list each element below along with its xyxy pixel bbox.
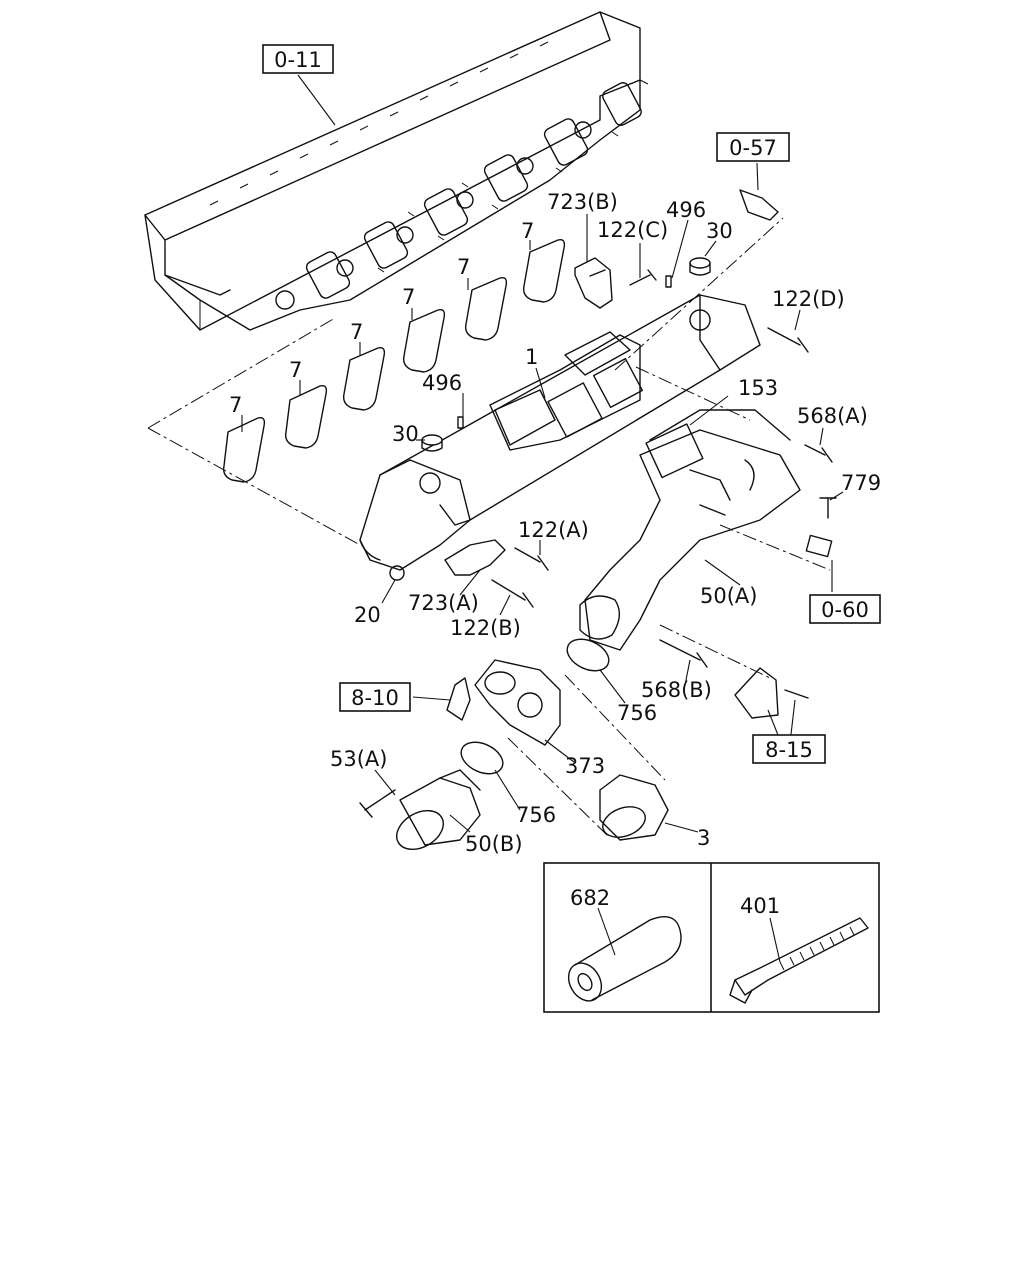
label-50b: 50(B)	[465, 832, 523, 856]
gasket-group	[222, 238, 566, 483]
ref-box-8-15: 8-15	[752, 734, 826, 764]
ref-label-0-60: 0-60	[821, 598, 869, 622]
label-496-left: 496	[422, 371, 462, 395]
leader-lines	[241, 74, 844, 833]
label-756-bottom: 756	[516, 803, 556, 827]
label-7: 7	[229, 393, 242, 417]
label-779: 779	[841, 471, 881, 495]
label-682: 682	[570, 886, 610, 910]
alignment-lines	[147, 217, 831, 837]
label-723a: 723(A)	[408, 591, 479, 615]
inset-panel: 682 401	[543, 862, 880, 1013]
label-496-top: 496	[666, 198, 706, 222]
ref-label-8-15: 8-15	[765, 738, 813, 762]
manifold-assembly	[359, 294, 761, 571]
label-122c: 122(C)	[597, 218, 668, 242]
label-7: 7	[457, 255, 470, 279]
small-parts	[359, 189, 837, 818]
label-568a: 568(A)	[797, 404, 868, 428]
label-7: 7	[289, 358, 302, 382]
label-30-left: 30	[392, 422, 419, 446]
label-53a: 53(A)	[330, 747, 387, 771]
ref-box-0-60: 0-60	[809, 594, 881, 624]
label-122b: 122(B)	[450, 616, 521, 640]
label-1: 1	[525, 345, 538, 369]
cylinder-head	[144, 11, 649, 331]
ref-label-8-10: 8-10	[351, 686, 399, 710]
sleeve-682: 682	[567, 886, 682, 1002]
label-122a: 122(A)	[518, 518, 589, 542]
label-30-top: 30	[706, 219, 733, 243]
label-50a: 50(A)	[700, 584, 757, 608]
label-756-top: 756	[617, 701, 657, 725]
label-3: 3	[697, 826, 710, 850]
label-723b: 723(B)	[547, 190, 618, 214]
label-7: 7	[350, 320, 363, 344]
label-122d: 122(D)	[772, 287, 845, 311]
label-20: 20	[354, 603, 381, 627]
ref-box-0-57: 0-57	[716, 132, 790, 162]
thermostat-housing	[396, 638, 669, 851]
label-373: 373	[565, 754, 605, 778]
label-7: 7	[402, 285, 415, 309]
ref-box-8-10: 8-10	[339, 682, 411, 712]
cable-tie-401: 401	[729, 894, 869, 1004]
label-7: 7	[521, 219, 534, 243]
exhaust-pipe-50a	[579, 409, 801, 651]
ref-label-0-11: 0-11	[274, 48, 322, 72]
ref-label-0-57: 0-57	[729, 136, 777, 160]
ref-box-0-11: 0-11	[262, 44, 334, 74]
label-153: 153	[738, 376, 778, 400]
label-401: 401	[740, 894, 780, 918]
label-568b: 568(B)	[641, 678, 712, 702]
part-labels: 7 7 7 7 7 7 1 723(B) 122(C) 496 30 122(D…	[229, 190, 881, 856]
